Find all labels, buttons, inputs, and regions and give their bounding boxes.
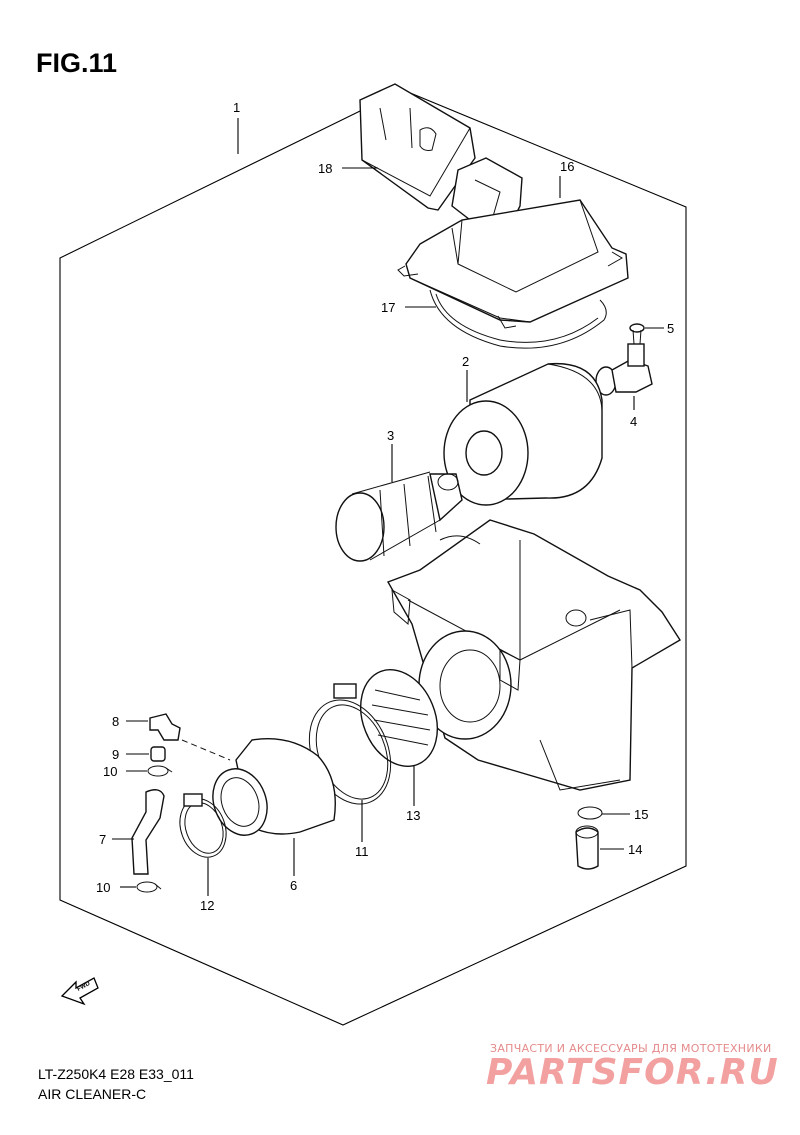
callout-18: 18 xyxy=(318,161,332,176)
part-4-plug xyxy=(595,343,653,396)
part-8-elbow-fitting xyxy=(149,713,181,741)
callout-8: 8 xyxy=(112,714,119,729)
callout-15: 15 xyxy=(634,807,648,822)
part-17-gasket xyxy=(429,289,607,349)
part-13-screen xyxy=(360,669,438,767)
watermark-brand: PARTSFOR.RU xyxy=(486,1052,779,1093)
callout-10-upper: 10 xyxy=(103,764,117,779)
part-9-cap xyxy=(150,746,166,762)
callout-2: 2 xyxy=(462,354,469,369)
part-15-clip xyxy=(577,806,603,820)
part-10-clip-upper xyxy=(147,765,173,777)
figure-title: FIG.11 xyxy=(36,48,118,78)
part-14-drain-hose xyxy=(575,825,599,870)
leader-dashed xyxy=(181,739,231,761)
callout-14: 14 xyxy=(628,842,642,857)
section-name: AIR CLEANER-C xyxy=(38,1086,147,1102)
callout-13: 13 xyxy=(406,808,420,823)
leader-lines xyxy=(112,118,664,896)
part-3-filter-cage xyxy=(335,471,463,562)
part-2-filter-element xyxy=(443,362,603,506)
part-18-intake-duct xyxy=(359,83,523,237)
callout-9: 9 xyxy=(112,747,119,762)
watermark-tagline: ЗАПЧАСТИ И АКСЕССУАРЫ ДЛЯ МОТОТЕХНИКИ xyxy=(490,1042,772,1055)
callout-11: 11 xyxy=(355,844,369,859)
callout-3: 3 xyxy=(387,428,394,443)
part-6-outlet-boot xyxy=(212,738,336,836)
fwd-arrow-icon: FWD xyxy=(60,977,99,1006)
part-5-screw xyxy=(629,323,645,345)
part-10-clip-lower xyxy=(136,881,162,893)
model-code: LT-Z250K4 E28 E33_011 xyxy=(38,1066,194,1082)
callout-4: 4 xyxy=(630,414,637,429)
callout-12: 12 xyxy=(200,898,214,913)
callout-7: 7 xyxy=(99,832,106,847)
callout-1: 1 xyxy=(233,100,240,115)
part-16-cleaner-cover xyxy=(397,199,629,329)
callout-17: 17 xyxy=(381,300,395,315)
callout-5: 5 xyxy=(667,321,674,336)
callout-6: 6 xyxy=(290,878,297,893)
callout-16: 16 xyxy=(560,159,574,174)
part-12-clamp xyxy=(179,793,227,858)
cleaner-housing xyxy=(386,519,681,791)
callout-10-lower: 10 xyxy=(96,880,110,895)
part-7-hose xyxy=(131,789,165,875)
